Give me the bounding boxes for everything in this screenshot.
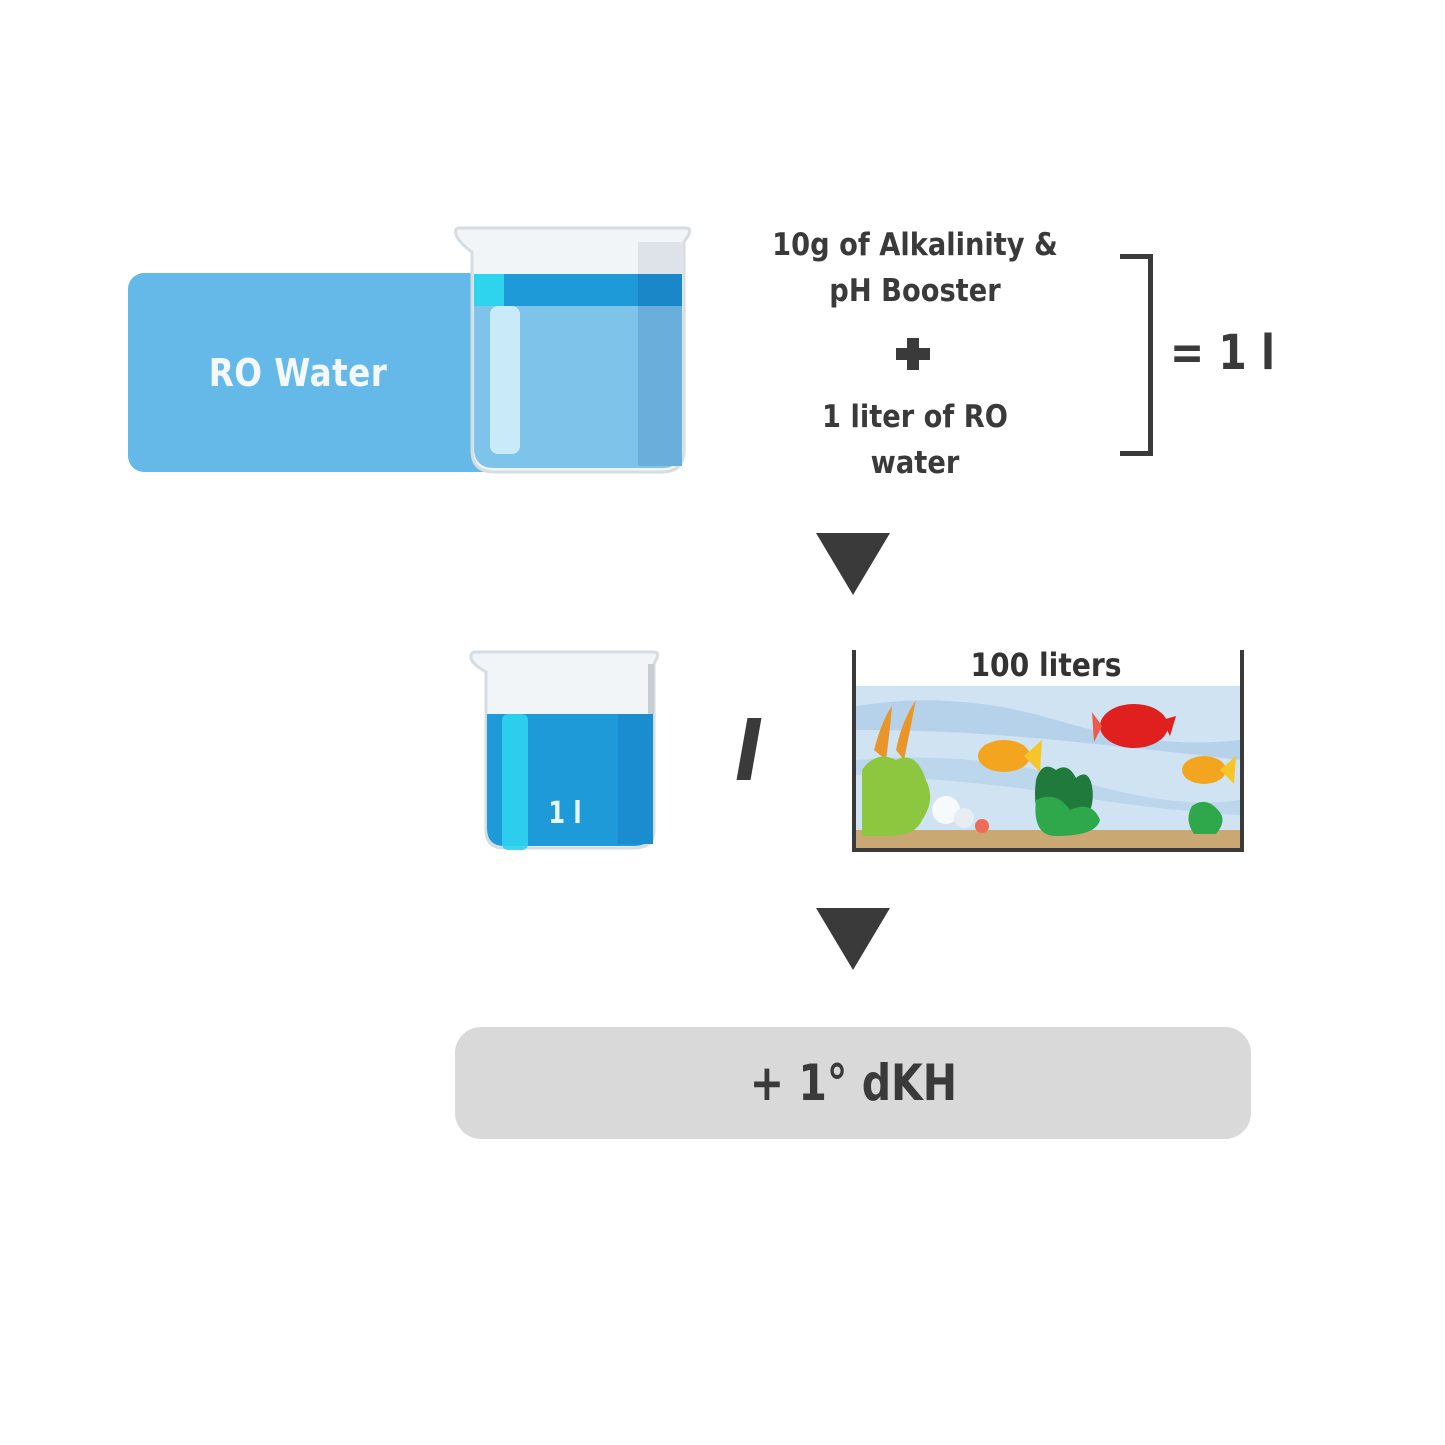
fish-yellow — [1182, 756, 1236, 784]
water-line-2: water — [870, 445, 960, 481]
divider-slash — [736, 718, 762, 780]
arrow-down-icon — [816, 533, 890, 595]
tank-volume-label: 100 liters — [970, 646, 1122, 684]
result-label: + 1° dKH — [749, 1054, 957, 1112]
fish-yellow — [978, 740, 1042, 772]
beaker-volume-label: 1 l — [548, 796, 582, 831]
ingredient-line-1: 10g of Alkalinity & — [772, 227, 1058, 263]
ro-water-box — [128, 273, 528, 472]
beaker-icon — [469, 650, 660, 850]
result-box: + 1° dKH — [455, 1027, 1251, 1139]
aquarium-icon — [852, 650, 1244, 852]
water-line-1: 1 liter of RO — [822, 399, 1008, 435]
ingredient-line-2: pH Booster — [829, 273, 1001, 309]
fish-red — [1092, 704, 1176, 748]
ro-water-label: RO Water — [208, 350, 388, 395]
bracket-icon — [1120, 254, 1153, 456]
equals-result: = 1 l — [1170, 325, 1275, 381]
beaker-icon — [454, 226, 692, 474]
plus-icon — [896, 338, 930, 370]
water-text: 1 liter of RO water — [779, 394, 1052, 486]
arrow-down-icon — [816, 908, 890, 970]
ingredient-text: 10g of Alkalinity & pH Booster — [761, 222, 1069, 314]
